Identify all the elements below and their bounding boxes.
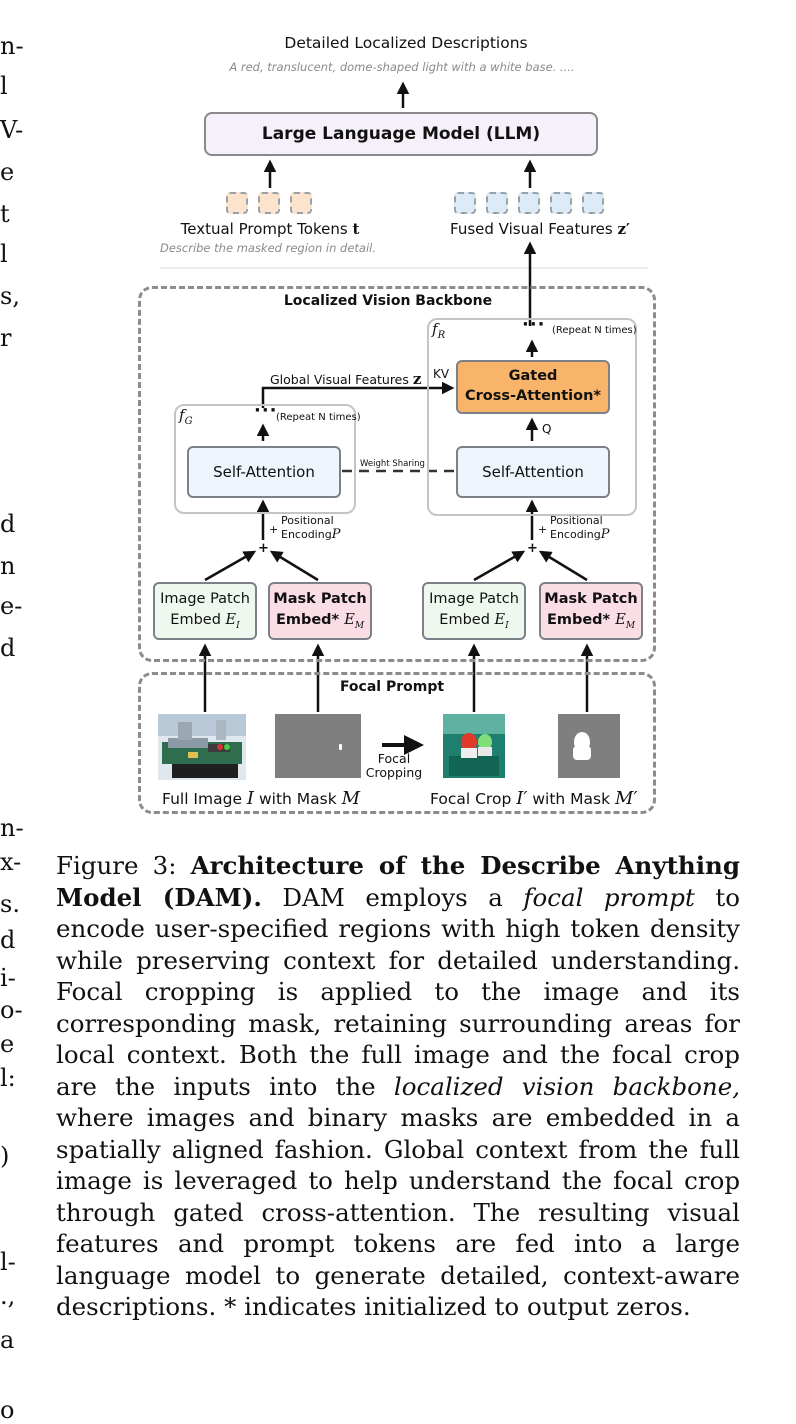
- plus-left: +: [258, 541, 269, 556]
- arrow-mask-embed-left: [269, 550, 319, 582]
- kv-label: KV: [433, 367, 450, 381]
- q-label: Q: [542, 422, 552, 436]
- textual-tokens-label: Textual Prompt Tokens t: [180, 220, 360, 238]
- global-features-label: Global Visual Features z: [270, 370, 422, 388]
- self-attention-right: Self-Attention: [456, 446, 610, 498]
- caption-emphasis: localized vision backbone,: [393, 1071, 740, 1101]
- plus-small-right: +: [538, 523, 548, 536]
- llm-label: Large Language Model (LLM): [261, 124, 541, 144]
- circuit-board-image: [158, 714, 246, 780]
- margin-fragment: V-: [0, 116, 24, 144]
- figure-caption: Figure 3: Architecture of the Describe A…: [56, 850, 740, 1323]
- visual-token: [518, 192, 540, 214]
- self-attention-left: Self-Attention: [187, 446, 341, 498]
- margin-fragment: l: [0, 240, 8, 268]
- gated-cross-attention: Gated Cross-Attention*: [456, 360, 610, 414]
- fg-module: [174, 404, 356, 514]
- localized-vision-backbone: [138, 286, 656, 662]
- figure-connectors: [160, 81, 648, 755]
- caption-text: where images and binary masks are embedd…: [56, 1103, 740, 1321]
- margin-fragment: i-: [0, 964, 16, 992]
- mask-patch-embed-right: Mask Patch Embed* EM: [539, 582, 643, 640]
- margin-fragment: .,: [0, 1282, 16, 1310]
- plus-small-left: +: [269, 523, 279, 536]
- text-token: [226, 192, 248, 214]
- plus-right: +: [527, 541, 538, 556]
- margin-fragment: r: [0, 324, 12, 352]
- margin-fragment: o: [0, 1396, 15, 1424]
- fused-features-label: Fused Visual Features z′: [450, 220, 630, 238]
- image-patch-embed-left: Image Patch Embed EI: [153, 582, 257, 640]
- visual-token: [454, 192, 476, 214]
- fr-repeat-label: (Repeat N times): [552, 325, 637, 336]
- margin-fragment: l: [0, 72, 8, 100]
- fg-dots: ···: [254, 400, 278, 421]
- focal-prompt-title: Focal Prompt: [335, 679, 449, 695]
- margin-fragment: e-: [0, 592, 23, 620]
- margin-fragment: n: [0, 552, 16, 580]
- margin-fragment: o-: [0, 996, 23, 1024]
- backbone-title: Localized Vision Backbone: [279, 293, 497, 309]
- caption-label: Figure 3:: [56, 851, 177, 880]
- arrow-mask-embed-right: [538, 550, 588, 582]
- focal-crop-thumbnail: [443, 714, 505, 778]
- mask-patch-embed-left: Mask Patch Embed* EM: [268, 582, 372, 640]
- focal-crop-mask-thumbnail: [558, 714, 620, 778]
- fg-label: fG: [179, 406, 193, 427]
- positional-encoding-left: Positional EncodingP: [281, 514, 341, 542]
- arrow-img-embed-left: [204, 550, 257, 582]
- textual-prompt-example: Describe the masked region in detail.: [159, 241, 377, 255]
- fr-label: fR: [432, 320, 446, 341]
- full-image-caption: Full Image I with Mask M: [162, 788, 361, 809]
- positional-encoding-right: Positional EncodingP: [550, 514, 610, 542]
- fr-module: [427, 318, 637, 516]
- margin-fragment: d: [0, 926, 16, 954]
- margin-fragment: t: [0, 200, 10, 228]
- margin-fragment: a: [0, 1326, 15, 1354]
- margin-fragment: e: [0, 1030, 15, 1058]
- fr-dots: ···: [522, 314, 546, 335]
- focal-crop-caption: Focal Crop I′ with Mask M′: [430, 788, 638, 809]
- output-example: A red, translucent, dome-shaped light wi…: [229, 60, 575, 74]
- margin-fragment: n-: [0, 32, 24, 60]
- margin-fragment: e: [0, 158, 15, 186]
- caption-emphasis: focal prompt: [523, 882, 695, 912]
- margin-fragment: n-: [0, 814, 24, 842]
- full-image-thumbnail: [158, 714, 246, 780]
- focal-cropping-label: Focal Cropping: [365, 751, 423, 780]
- margin-fragment: d: [0, 510, 16, 538]
- margin-fragment: d: [0, 634, 16, 662]
- output-title: Detailed Localized Descriptions: [284, 34, 528, 52]
- margin-fragment: s.: [0, 890, 20, 918]
- margin-fragment: l-: [0, 1248, 16, 1276]
- focal-prompt-section: [138, 672, 656, 814]
- visual-token: [582, 192, 604, 214]
- arrow-global-features: [261, 381, 455, 408]
- arrow-img-embed-right: [473, 550, 526, 582]
- text-token: [258, 192, 280, 214]
- full-mask-thumbnail: [275, 714, 361, 778]
- text-token: [290, 192, 312, 214]
- margin-fragment: x-: [0, 848, 22, 876]
- image-patch-embed-right: Image Patch Embed EI: [422, 582, 526, 640]
- visual-token: [486, 192, 508, 214]
- caption-text: DAM employs a: [282, 882, 503, 912]
- fg-repeat-label: (Repeat N times): [276, 412, 361, 423]
- margin-fragment: s,: [0, 282, 20, 310]
- caption-text: to encode user-specified regions with hi…: [56, 882, 740, 1101]
- margin-fragment: l:: [0, 1064, 16, 1092]
- weight-sharing-label: Weight Sharing: [359, 459, 426, 469]
- mask-blob-large: [573, 732, 591, 760]
- focal-crop-light-image: [443, 714, 505, 778]
- visual-token: [550, 192, 572, 214]
- architecture-figure: Detailed Localized Descriptions A red, t…: [138, 34, 656, 814]
- margin-fragment: ): [0, 1142, 10, 1170]
- caption-title: Architecture of the Describe Anything Mo…: [56, 851, 740, 912]
- llm-box: Large Language Model (LLM): [204, 112, 598, 156]
- mask-blob-small: [339, 744, 342, 750]
